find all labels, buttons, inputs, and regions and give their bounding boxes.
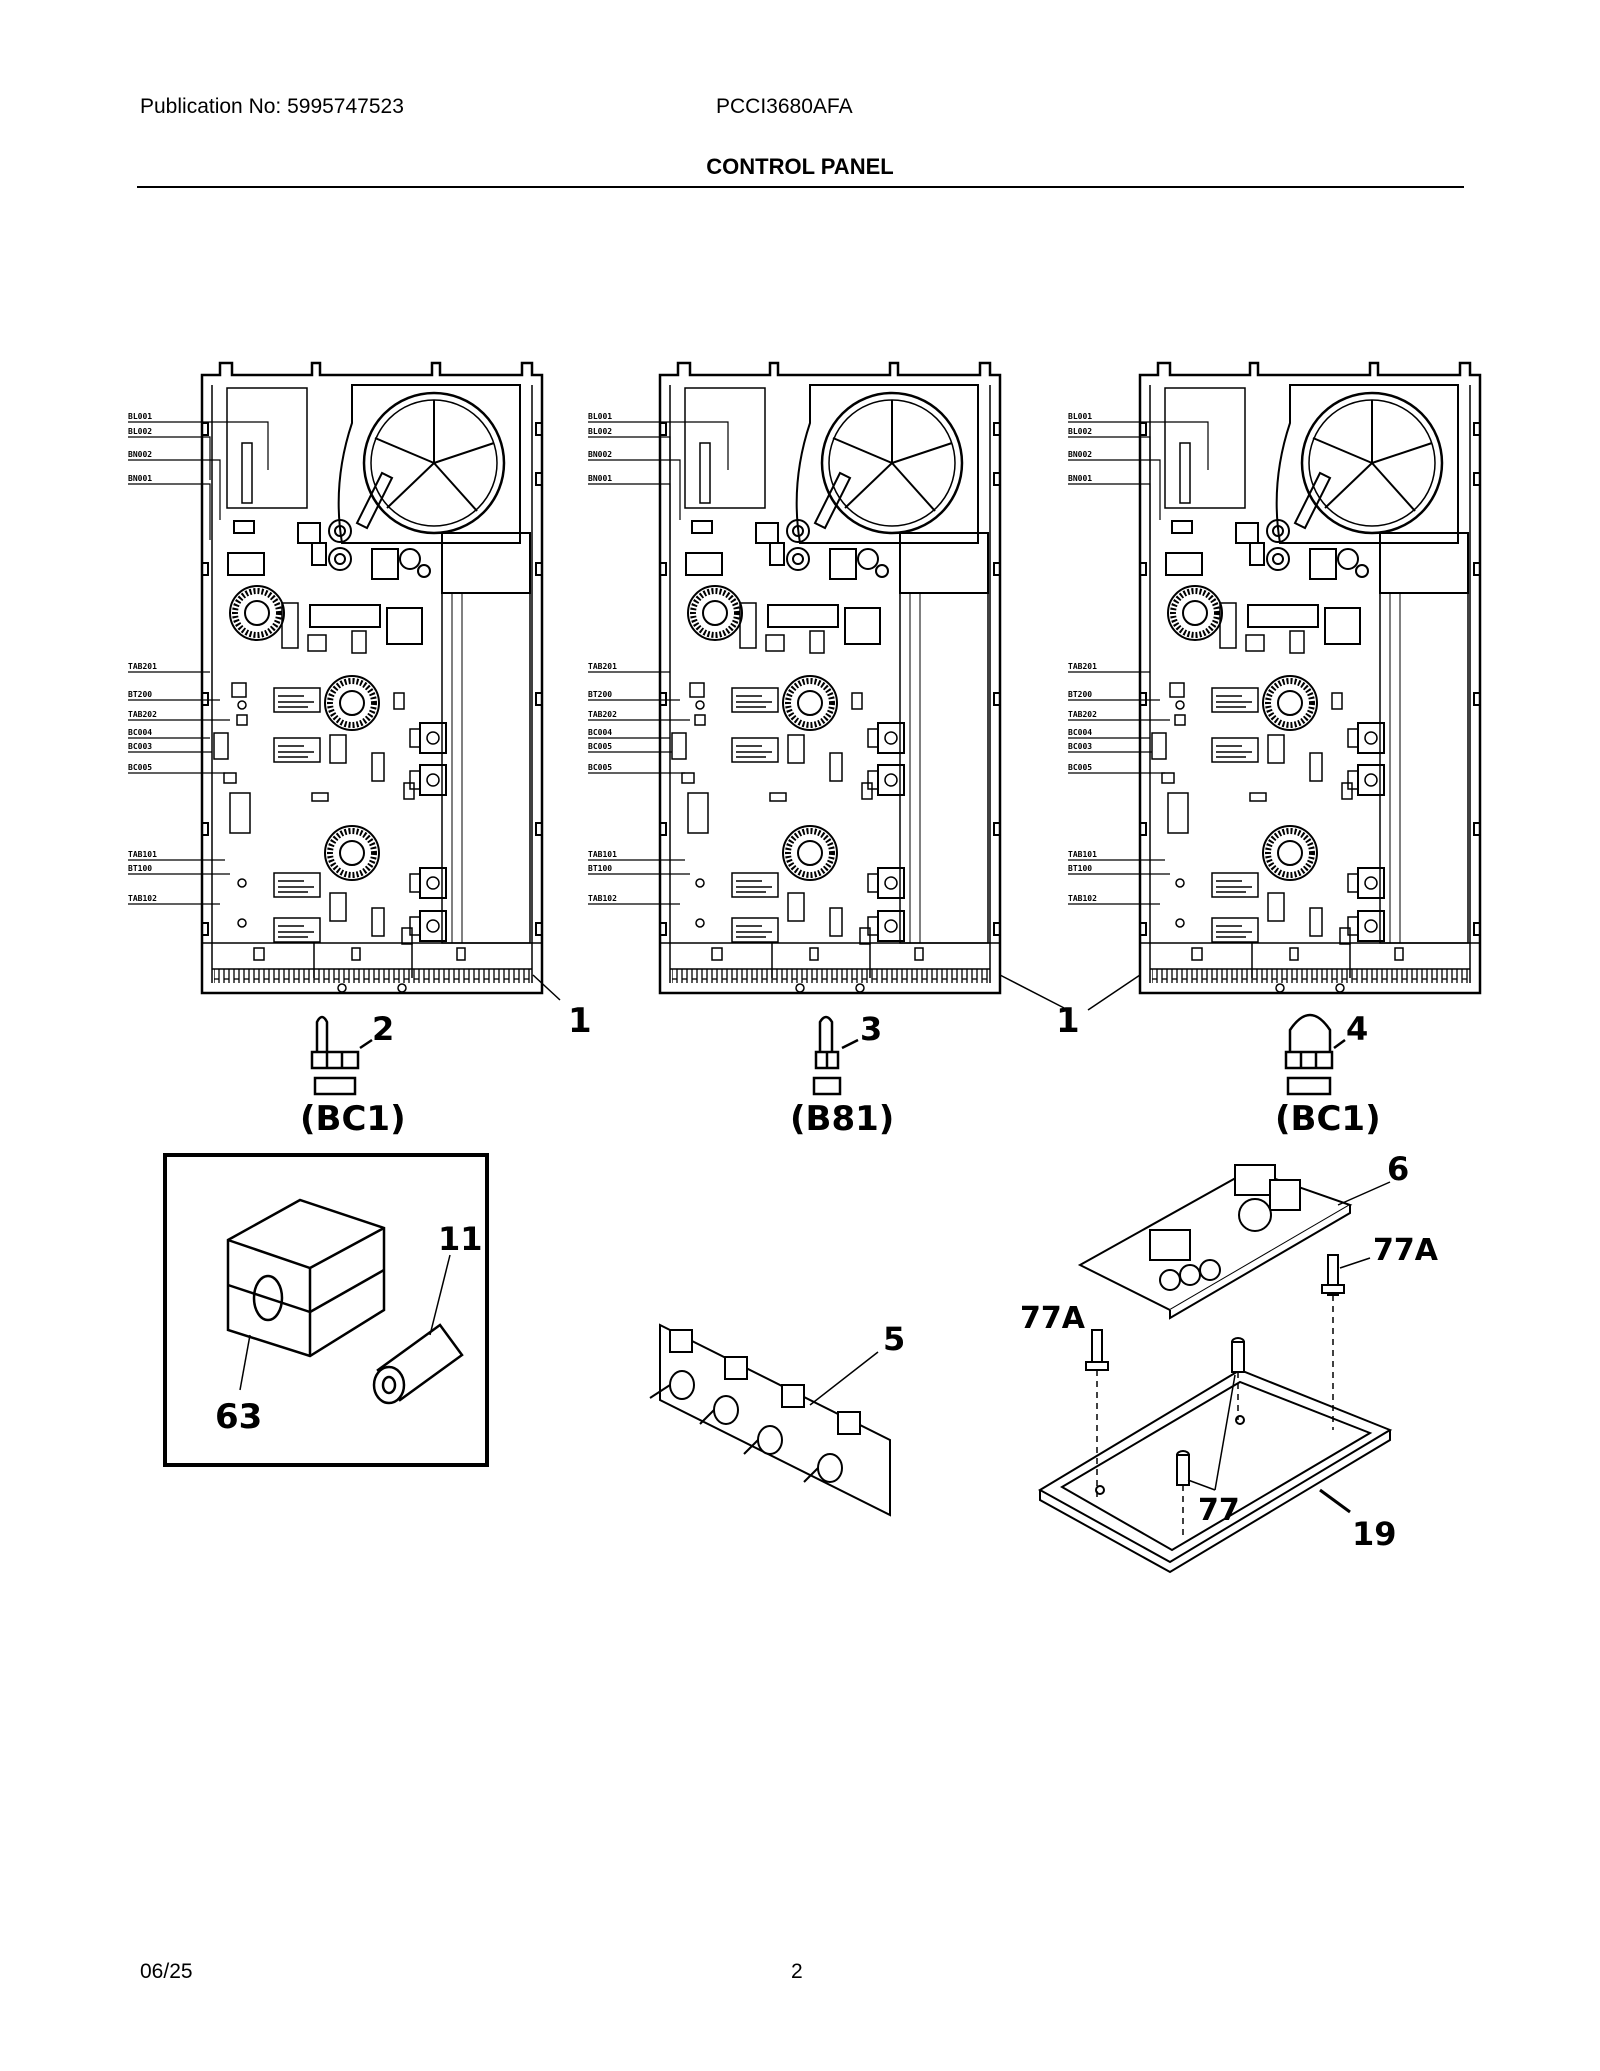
label-bn001: BN001: [1068, 474, 1092, 483]
label-bl001: BL001: [128, 412, 152, 421]
label-bt200: BT200: [1068, 690, 1092, 699]
label-tab202: TAB202: [128, 710, 157, 719]
callout-5: 5: [883, 1320, 905, 1358]
wire-harness-2: [310, 1015, 373, 1096]
footer-date: 06/25: [140, 1960, 193, 1983]
callout-63: 63: [215, 1397, 262, 1437]
model-number: PCCI3680AFA: [716, 95, 853, 118]
connector-label-right: (BC1): [1275, 1099, 1381, 1139]
label-tab101: TAB101: [1068, 850, 1097, 859]
header-rule: [137, 186, 1464, 188]
callout-4: 4: [1346, 1010, 1368, 1048]
page-title: CONTROL PANEL: [706, 154, 894, 179]
connector-label-middle: (B81): [790, 1099, 894, 1139]
label-bn001: BN001: [128, 474, 152, 483]
label-bc005b: BC005: [588, 763, 612, 772]
ferrite-parts-box: [163, 1153, 489, 1467]
footer-page-number: 2: [791, 1960, 803, 1983]
label-bc003: BC003: [1068, 742, 1092, 751]
board-labels-left: BL001 BL002 BN002 BN001 TAB201 BT200 TAB…: [128, 412, 157, 903]
label-bl001: BL001: [1068, 412, 1092, 421]
label-tab202: TAB202: [1068, 710, 1097, 719]
label-tab202: TAB202: [588, 710, 617, 719]
label-bc005: BC005: [128, 763, 152, 772]
label-bl002: BL002: [128, 427, 152, 436]
callout-1-leaders: [532, 974, 1141, 1011]
power-board-6: [1077, 1164, 1391, 1320]
callout-2: 2: [372, 1010, 394, 1048]
label-bc005: BC005: [588, 742, 612, 751]
label-bl001: BL001: [588, 412, 612, 421]
label-bt200: BT200: [128, 690, 152, 699]
label-bc004: BC004: [1068, 728, 1092, 737]
label-bn002: BN002: [588, 450, 612, 459]
label-bt100: BT100: [588, 864, 612, 873]
control-board-right: [1140, 363, 1480, 993]
label-bl002: BL002: [1068, 427, 1092, 436]
board-labels-middle: BL001 BL002 BN002 BN001 TAB201 BT200 TAB…: [588, 412, 617, 903]
label-tab201: TAB201: [128, 662, 157, 671]
tray-19: [1037, 1368, 1393, 1574]
label-tab201: TAB201: [1068, 662, 1097, 671]
wire-harness-3: [812, 1015, 859, 1096]
connector-label-left: (BC1): [300, 1099, 406, 1139]
label-tab101: TAB101: [128, 850, 157, 859]
label-tab201: TAB201: [588, 662, 617, 671]
label-bc003: BC003: [128, 742, 152, 751]
callout-3: 3: [860, 1010, 882, 1048]
label-bt100: BT100: [128, 864, 152, 873]
label-tab101: TAB101: [588, 850, 617, 859]
callout-1a: 1: [568, 1001, 592, 1041]
callout-19: 19: [1352, 1515, 1397, 1553]
label-bc004: BC004: [128, 728, 152, 737]
label-bn001: BN001: [588, 474, 612, 483]
label-tab102: TAB102: [1068, 894, 1097, 903]
control-board-middle: [660, 363, 1000, 993]
label-bn002: BN002: [1068, 450, 1092, 459]
label-tab102: TAB102: [128, 894, 157, 903]
label-tab102: TAB102: [588, 894, 617, 903]
callout-77A-left: 77A: [1020, 1301, 1086, 1336]
assembly-dash-lines: [1096, 1295, 1334, 1540]
publication-number: Publication No: 5995747523: [140, 95, 404, 118]
callout-11: 11: [438, 1220, 483, 1258]
label-bc005: BC005: [1068, 763, 1092, 772]
callout-77A-right: 77A: [1373, 1233, 1439, 1268]
label-bt100: BT100: [1068, 864, 1092, 873]
label-bc004: BC004: [588, 728, 612, 737]
ferrite-block-63: [226, 1198, 386, 1358]
label-bl002: BL002: [588, 427, 612, 436]
control-board-left: [202, 363, 542, 993]
label-bt200: BT200: [588, 690, 612, 699]
board-labels-right: BL001 BL002 BN002 BN001 TAB201 BT200 TAB…: [1068, 412, 1097, 903]
spacers-77: [1176, 1337, 1245, 1491]
board-label-leaders: [128, 421, 1209, 905]
ferrite-leaders: [239, 1254, 451, 1391]
label-bn002: BN002: [128, 450, 152, 459]
knob-board-5: [649, 1323, 891, 1517]
callout-1b: 1: [1056, 1001, 1080, 1041]
callout-77: 77: [1198, 1493, 1240, 1528]
ferrite-core-11: [372, 1323, 464, 1405]
callout-6: 6: [1387, 1150, 1409, 1188]
wire-harness-4: [1284, 1013, 1346, 1096]
